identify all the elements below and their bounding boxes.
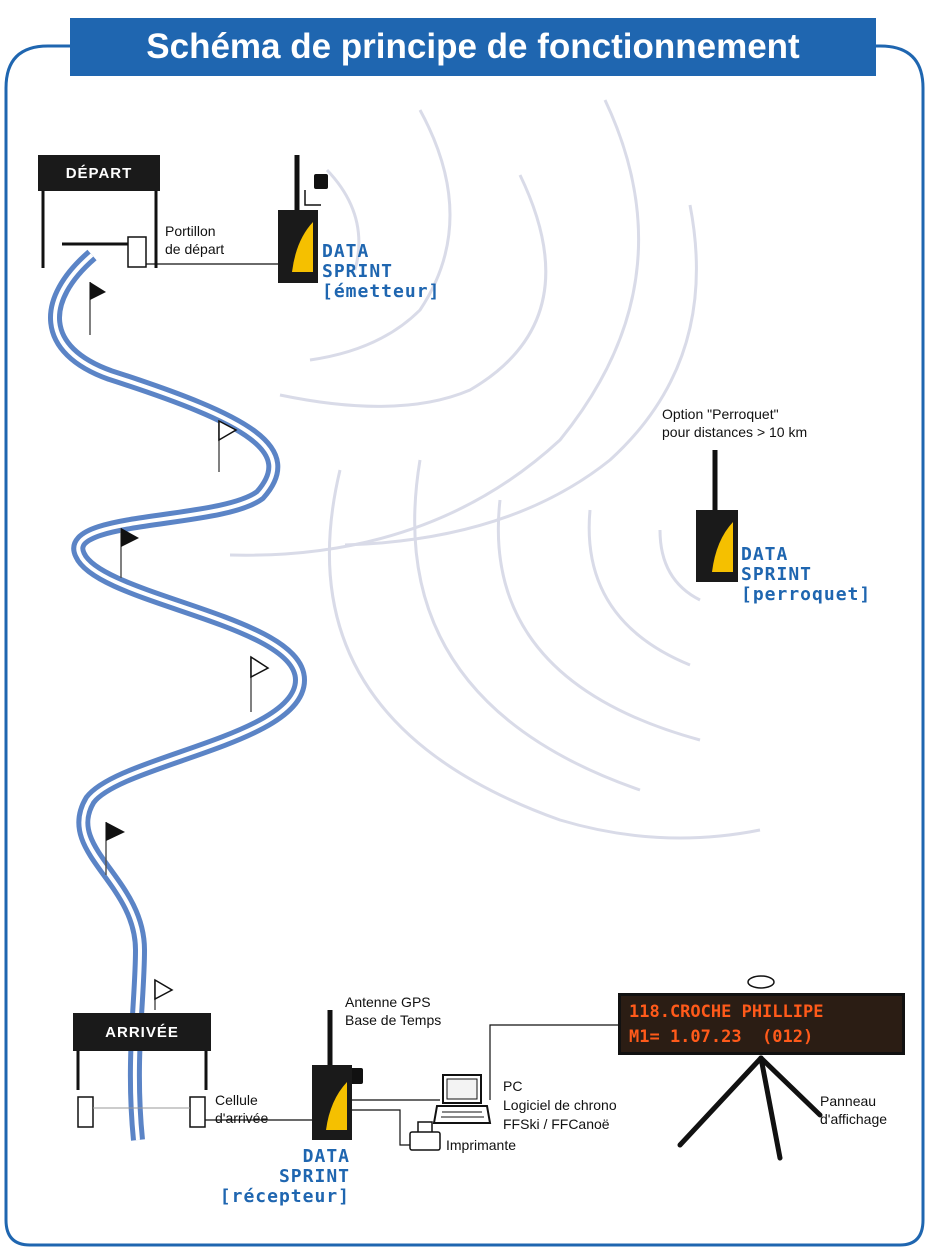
finish-gate xyxy=(76,1050,312,1128)
receiver-device xyxy=(312,1010,363,1140)
printer-label: Imprimante xyxy=(446,1137,517,1153)
flag-icon xyxy=(218,419,238,472)
receiver-label: DATA SPRINT [récepteur] xyxy=(219,1146,350,1207)
tripod-icon xyxy=(677,975,823,1161)
led-display-panel: 118.CROCHE PHILLIPE M1= 1.07.23 (012) xyxy=(618,993,905,1055)
start-gate xyxy=(41,190,280,268)
finish-cell-label: Cellule d'arrivée xyxy=(215,1092,269,1126)
led-line-1: 118.CROCHE PHILLIPE xyxy=(629,1002,824,1022)
finish-gate-sign: ARRIVÉE xyxy=(73,1013,211,1051)
parrot-option-label: Option "Perroquet" pour distances > 10 k… xyxy=(662,406,808,440)
flag-icon xyxy=(154,978,174,1010)
start-gate-sign: DÉPART xyxy=(38,155,160,191)
printer-icon xyxy=(409,1121,441,1151)
led-line-2: M1= 1.07.23 (012) xyxy=(629,1027,814,1047)
parrot-label: DATA SPRINT [perroquet] xyxy=(741,544,872,605)
flag-icon xyxy=(89,282,106,335)
laptop-icon xyxy=(432,1074,492,1124)
parrot-device xyxy=(696,450,738,582)
ski-track xyxy=(48,249,308,1141)
connections xyxy=(352,1024,618,1146)
outer-frame xyxy=(4,44,925,1247)
flag-icon xyxy=(105,822,125,875)
flag-icon xyxy=(250,655,270,712)
page-title: Schéma de principe de fonctionnement xyxy=(70,18,876,76)
emitter-label: DATA SPRINT [émetteur] xyxy=(322,241,441,302)
emitter-device xyxy=(278,155,328,283)
flag-icon xyxy=(120,528,139,578)
pc-label: PC Logiciel de chrono FFSki / FFCanoë xyxy=(503,1078,617,1132)
radio-waves-icon xyxy=(229,99,761,840)
gps-label: Antenne GPS Base de Temps xyxy=(345,994,442,1028)
display-panel-label: Panneau d'affichage xyxy=(820,1093,888,1127)
start-gate-label: Portillon de départ xyxy=(165,223,225,257)
